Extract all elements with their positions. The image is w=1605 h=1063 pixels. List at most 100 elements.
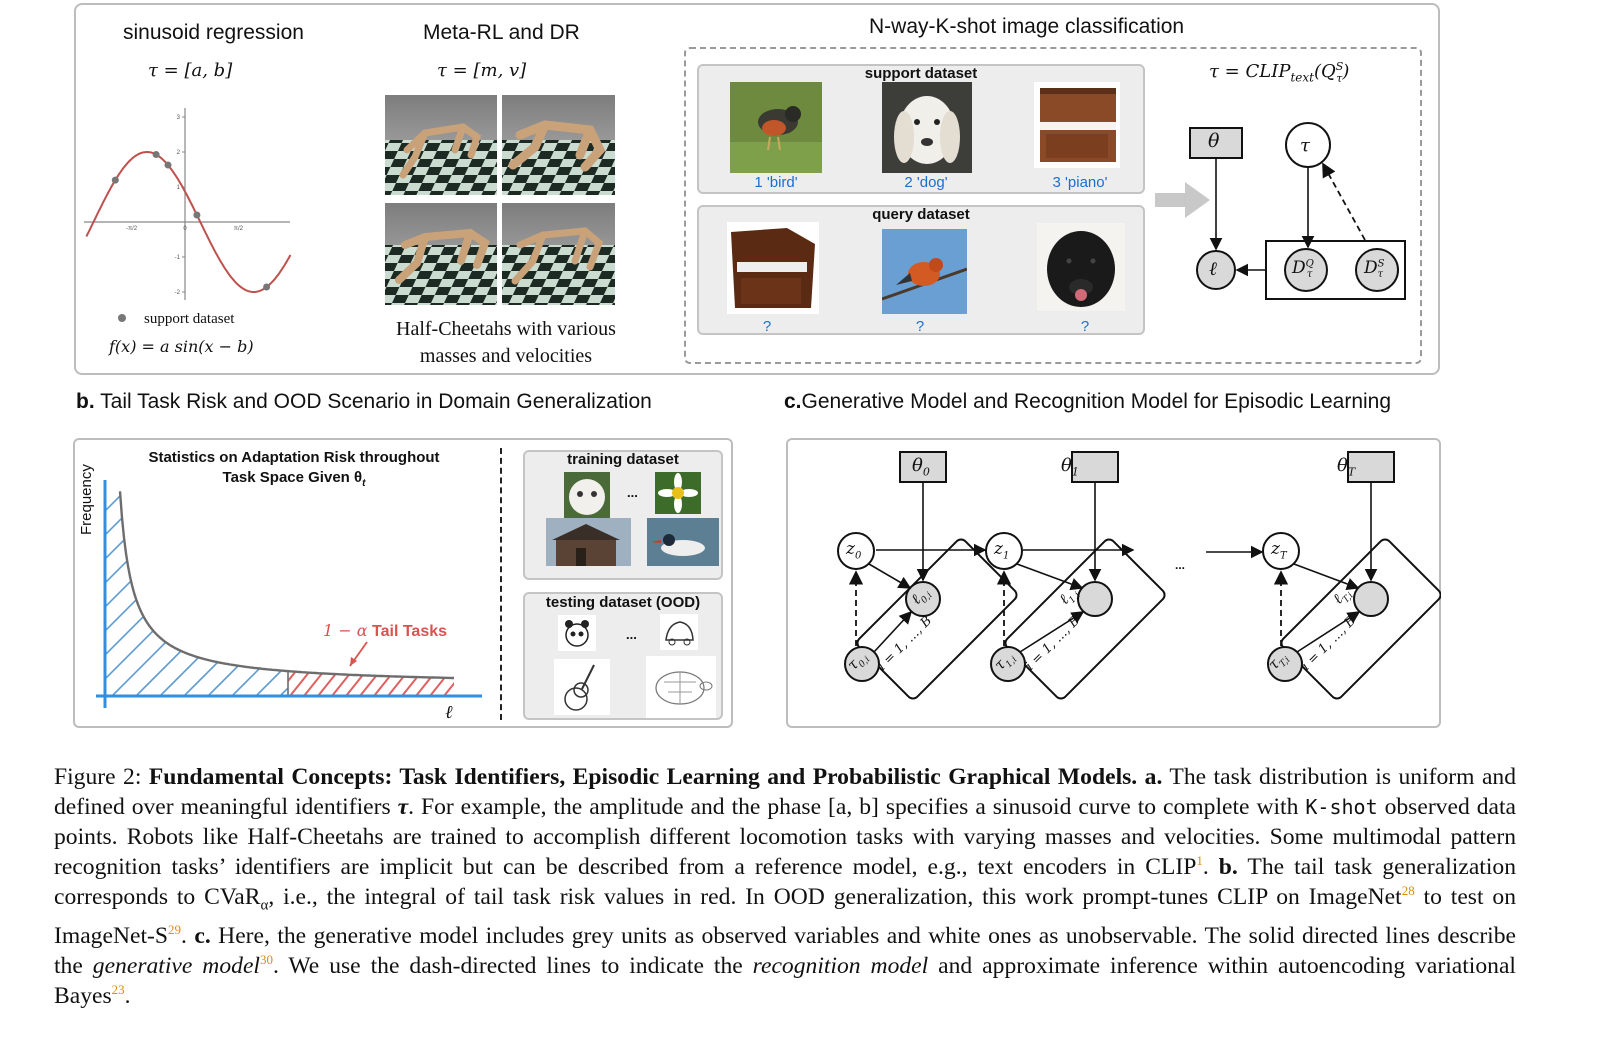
tau-label: τ xyxy=(1300,135,1310,156)
training-dataset-title: training dataset xyxy=(567,451,679,468)
tau-clip-formula: τ = CLIPtext(QSτ) xyxy=(1209,60,1350,85)
ell-node xyxy=(905,581,941,617)
pgm-ellipsis: ... xyxy=(1175,558,1186,572)
support-dataset-title: support dataset xyxy=(864,65,978,82)
tau-node xyxy=(1267,646,1303,682)
x-tick-label: -π/2 xyxy=(126,226,138,232)
ell-node xyxy=(1077,581,1113,617)
cheetah-image-4 xyxy=(502,203,615,305)
piano-image xyxy=(1034,82,1120,168)
half-cheetah-images xyxy=(385,95,615,305)
ell-label: ℓ xyxy=(1209,258,1217,280)
grey-arrow-icon xyxy=(1155,182,1210,218)
sinusoid-formula: f(x) = a sin(x − b) xyxy=(109,337,254,356)
panel-b-divider xyxy=(500,448,502,720)
support-dataset-marker xyxy=(118,314,126,322)
testing-car-sketch xyxy=(660,614,698,650)
sinusoid-title: sinusoid regression xyxy=(123,21,304,44)
panel-c-frame xyxy=(786,438,1441,728)
support-label-piano: 3 'piano' xyxy=(1052,174,1108,191)
episode-unit-1 xyxy=(985,451,1166,700)
query-bird-image xyxy=(882,229,967,314)
tail-tasks-label: 1 − α Tail Tasks xyxy=(323,621,448,640)
y-tick-label: -1 xyxy=(175,255,181,261)
z-T-label: zT xyxy=(1271,539,1287,562)
risk-distribution-chart xyxy=(96,480,482,708)
ds-node xyxy=(1355,248,1399,292)
query-label-2: ? xyxy=(915,318,925,335)
support-point xyxy=(263,283,271,291)
sinusoid-y-ticks: 321-1-2-3 xyxy=(175,115,185,296)
z-1-label: z1 xyxy=(994,539,1010,562)
panel-b-title: b. Tail Task Risk and OOD Scenario in Do… xyxy=(76,390,652,413)
risk-chart-title: Statistics on Adaptation Risk throughout… xyxy=(148,449,440,489)
panel-c-title: c.Generative Model and Recognition Model… xyxy=(784,390,1392,413)
risk-curve xyxy=(118,491,454,680)
episode-unit-0 xyxy=(837,451,1018,700)
dq-node xyxy=(1284,248,1328,292)
metarl-title: Meta-RL and DR xyxy=(423,21,580,44)
tau-node xyxy=(990,646,1026,682)
sinusoid-support-points xyxy=(111,151,271,291)
episodic-graphical-model xyxy=(837,451,1441,700)
episode-unit-2 xyxy=(1262,451,1441,700)
theta-0-label: θ0 xyxy=(912,455,930,479)
query-piano-image xyxy=(727,222,819,314)
testing-guitar-sketch xyxy=(554,659,610,715)
training-ellipsis: ... xyxy=(627,485,638,500)
metarl-caption-line2: masses and velocities xyxy=(419,345,593,367)
theta-box xyxy=(1071,451,1119,483)
support-label-dog: 2 'dog' xyxy=(904,174,948,191)
sinusoid-x-ticks: -π/2 0 π/2 xyxy=(126,226,244,232)
query-dataset-title: query dataset xyxy=(872,206,970,223)
ell-node xyxy=(1353,581,1389,617)
training-duck-image xyxy=(647,518,719,566)
x-tick-label: π/2 xyxy=(234,226,244,232)
testing-dataset-title: testing dataset (OOD) xyxy=(545,594,701,611)
risk-area-hatch-blue xyxy=(105,491,288,696)
support-point xyxy=(193,211,201,219)
query-dog-image xyxy=(1037,223,1125,311)
query-label-3: ? xyxy=(1080,318,1090,335)
y-tick-label: 1 xyxy=(177,185,181,191)
y-tick-label: 2 xyxy=(177,150,181,156)
query-label-1: ? xyxy=(762,318,772,335)
plate xyxy=(1280,538,1441,700)
x-tick-label: 0 xyxy=(183,226,187,232)
bird-image xyxy=(730,82,822,173)
metarl-caption-line1: Half-Cheetahs with various xyxy=(396,318,616,340)
dog-image xyxy=(882,82,972,173)
testing-turtle-sketch xyxy=(646,656,716,718)
cheetah-image-2 xyxy=(502,95,615,195)
metarl-tau: τ = [m, v] xyxy=(437,60,527,81)
cheetah-image-1 xyxy=(385,95,497,195)
support-label-bird: 1 'bird' xyxy=(754,174,798,191)
theta-box xyxy=(899,451,947,483)
clip-graphical-model xyxy=(1189,122,1406,300)
training-house-image xyxy=(546,518,631,566)
nway-dashed-box xyxy=(684,47,1422,364)
training-dog-image xyxy=(564,472,610,518)
y-tick-label: -2 xyxy=(175,290,181,296)
testing-ellipsis: ... xyxy=(626,627,637,642)
theta-label: θ xyxy=(1208,130,1220,152)
theta-T-label: θT xyxy=(1337,455,1356,479)
nway-title: N-way-K-shot image classification xyxy=(869,15,1185,38)
panel-b-frame xyxy=(73,438,733,728)
support-point xyxy=(164,161,172,169)
z-node xyxy=(837,532,875,570)
support-point xyxy=(111,176,119,184)
z-0-label: z0 xyxy=(846,539,862,562)
sinusoid-curve xyxy=(85,151,292,293)
sinusoid-tau: τ = [a, b] xyxy=(148,60,233,81)
risk-chart-xlabel: ℓ xyxy=(445,702,453,723)
cheetah-image-3 xyxy=(385,203,497,305)
y-tick-label: 3 xyxy=(177,115,181,121)
sinusoid-plot: 321-1-2-3 -π/20π/2 xyxy=(84,108,292,300)
tail-area-hatch-red xyxy=(288,671,454,696)
support-dataset-legend: support dataset xyxy=(144,311,235,327)
panel-a-frame xyxy=(74,3,1440,375)
plate xyxy=(1004,538,1166,700)
testing-panda-sketch xyxy=(558,615,596,651)
dq-label: DQτ xyxy=(1292,258,1314,281)
